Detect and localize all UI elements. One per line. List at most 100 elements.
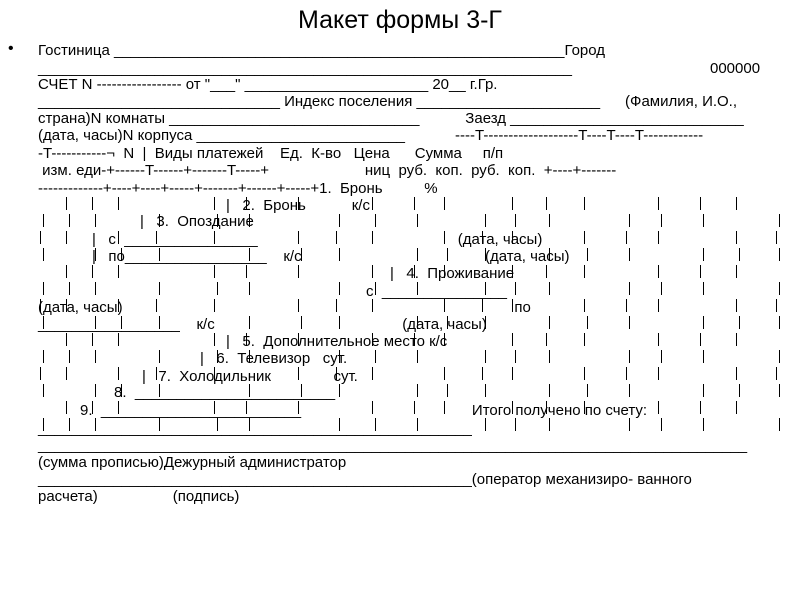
- table-ruling-mark: [159, 418, 160, 431]
- table-ruling-mark: [372, 265, 373, 278]
- table-ruling-mark: [739, 248, 740, 261]
- blank-line: ________________________________________…: [38, 60, 572, 77]
- table-ruling-mark: [372, 333, 373, 346]
- table-ruling-mark: [703, 350, 704, 363]
- table-ruling-mark: [549, 384, 550, 397]
- table-ruling-mark: [700, 333, 701, 346]
- form-code: 000000: [710, 60, 761, 77]
- table-ruling-mark: [485, 248, 486, 261]
- table-ruling-mark: [249, 282, 250, 295]
- table-ruling-mark: [95, 350, 96, 363]
- table-ruling-mark: [156, 367, 157, 380]
- table-ruling-mark: [336, 299, 337, 312]
- table-ruling-mark: [417, 350, 418, 363]
- table-ruling-mark: [159, 214, 160, 227]
- table-ruling-mark: [121, 316, 122, 329]
- delay-to-line: | по_________________ к/с (дата, часы): [92, 248, 570, 265]
- table-ruling-mark: [249, 214, 250, 227]
- table-ruling-mark: [249, 384, 250, 397]
- table-ruling-mark: [217, 214, 218, 227]
- table-ruling-mark: [69, 282, 70, 295]
- table-ruling-mark: [587, 248, 588, 261]
- table-ruling-mark: [736, 401, 737, 414]
- table-ruling-mark: [584, 401, 585, 414]
- table-row-delay: | 3. Опоздание: [140, 213, 254, 230]
- table-ruling-mark: [69, 214, 70, 227]
- table-ruling-mark: [549, 248, 550, 261]
- table-ruling-mark: [658, 197, 659, 210]
- table-header-line: -T-----------¬ N | Виды платежей Ед. К-в…: [38, 145, 504, 162]
- table-ruling-mark: [776, 299, 777, 312]
- table-ruling-mark: [339, 384, 340, 397]
- table-ruling-mark: [414, 265, 415, 278]
- table-ruling-mark: [249, 316, 250, 329]
- table-ruling-mark: [661, 350, 662, 363]
- table-ruling-mark: [629, 418, 630, 431]
- table-ruling-mark: [700, 401, 701, 414]
- table-row-booking: -------------+----+----+-----+-------+--…: [38, 180, 438, 197]
- table-ruling-mark: [339, 418, 340, 431]
- table-ruling-mark: [92, 333, 93, 346]
- table-ruling-mark: [444, 197, 445, 210]
- table-ruling-mark: [92, 401, 93, 414]
- table-ruling-mark: [159, 316, 160, 329]
- table-ruling-mark: [66, 197, 67, 210]
- table-ruling-mark: [703, 418, 704, 431]
- table-ruling-mark: [414, 401, 415, 414]
- signature-line: расчета) (подпись): [38, 488, 240, 505]
- table-ruling-mark: [779, 350, 780, 363]
- table-ruling-mark: [66, 401, 67, 414]
- table-subheader-line: изм. еди-+------T------+-------T-----+ н…: [38, 162, 617, 179]
- table-ruling-mark: [40, 367, 41, 380]
- table-ruling-mark: [339, 350, 340, 363]
- table-ruling-mark: [372, 197, 373, 210]
- table-ruling-mark: [43, 316, 44, 329]
- table-ruling-mark: [372, 299, 373, 312]
- table-ruling-mark: [214, 333, 215, 346]
- table-ruling-mark: [95, 384, 96, 397]
- table-ruling-mark: [546, 401, 547, 414]
- table-ruling-mark: [249, 350, 250, 363]
- table-ruling-mark: [301, 316, 302, 329]
- table-ruling-mark: [339, 316, 340, 329]
- table-ruling-mark: [298, 197, 299, 210]
- table-ruling-mark: [444, 299, 445, 312]
- table-ruling-mark: [66, 231, 67, 244]
- table-row-stay: | 4. Проживание: [390, 265, 515, 282]
- invoice-number-line: СЧЕТ N ----------------- от "___" ______…: [38, 76, 498, 93]
- table-ruling-mark: [776, 231, 777, 244]
- table-row-fridge: | 7. Холодильник сут.: [142, 368, 358, 385]
- table-ruling-mark: [779, 282, 780, 295]
- table-ruling-mark: [69, 350, 70, 363]
- table-ruling-mark: [626, 367, 627, 380]
- table-ruling-mark: [444, 401, 445, 414]
- table-ruling-mark: [626, 231, 627, 244]
- table-ruling-mark: [92, 197, 93, 210]
- table-ruling-mark: [629, 282, 630, 295]
- table-ruling-mark: [661, 418, 662, 431]
- table-ruling-mark: [92, 265, 93, 278]
- table-ruling-mark: [482, 367, 483, 380]
- table-ruling-mark: [118, 367, 119, 380]
- table-ruling-mark: [515, 214, 516, 227]
- table-ruling-mark: [444, 367, 445, 380]
- table-ruling-mark: [159, 248, 160, 261]
- table-ruling-mark: [703, 248, 704, 261]
- table-ruling-mark: [736, 265, 737, 278]
- sum-underline: ________________________________________…: [38, 437, 748, 454]
- table-ruling-mark: [246, 197, 247, 210]
- table-ruling-mark: [779, 214, 780, 227]
- table-ruling-mark: [703, 384, 704, 397]
- table-ruling-mark: [417, 418, 418, 431]
- table-ruling-mark: [546, 265, 547, 278]
- stay-from-line: с _______________: [366, 283, 507, 300]
- table-ruling-mark: [515, 350, 516, 363]
- table-ruling-mark: [658, 231, 659, 244]
- table-ruling-mark: [584, 333, 585, 346]
- stay-to-line: _________________ к/с (дата, часы): [38, 316, 487, 333]
- table-ruling-mark: [372, 367, 373, 380]
- table-ruling-mark: [217, 418, 218, 431]
- table-ruling-mark: [736, 299, 737, 312]
- table-ruling-mark: [447, 316, 448, 329]
- table-ruling-mark: [512, 265, 513, 278]
